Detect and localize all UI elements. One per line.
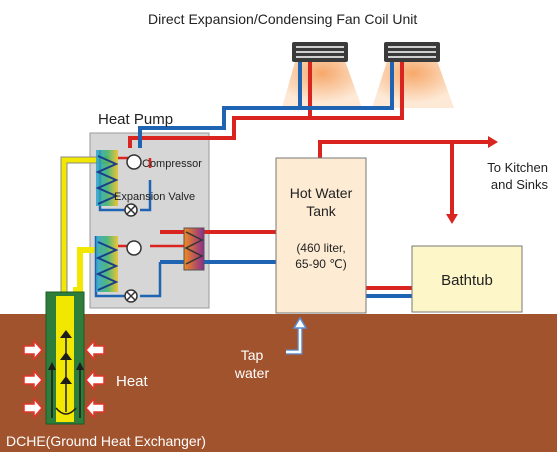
fan-coil-unit-left xyxy=(292,42,348,62)
tank-label-line1: Hot Water xyxy=(290,185,353,201)
tank-spec-line2: 65-90 ℃) xyxy=(295,257,347,271)
dche-label: DCHE(Ground Heat Exchanger) xyxy=(6,433,206,449)
condenser-zigzag xyxy=(184,231,204,265)
tap-label-line2: water xyxy=(234,365,270,381)
heat-arrows-left xyxy=(23,339,44,419)
kitchen-arrow-icon xyxy=(488,136,498,148)
heat-arrows-right xyxy=(84,339,105,419)
expansion-valve-label: Expansion Valve xyxy=(114,191,195,203)
dche-flow-lines xyxy=(51,336,81,418)
dche-bottom-loop xyxy=(55,407,77,415)
ground-loop-outline xyxy=(60,156,110,300)
heat-pump-label: Heat Pump xyxy=(98,111,173,128)
bathtub xyxy=(411,245,523,313)
fan-coil-unit-right xyxy=(384,42,440,62)
evaporator-coil-upper-zigzag xyxy=(95,155,119,205)
tap-water-pipe xyxy=(286,316,308,355)
fan-coil-glow-left xyxy=(282,58,362,108)
compressor-label: Compressor xyxy=(142,158,202,170)
evaporator-coil-upper xyxy=(96,150,118,206)
evaporator-coil-lower xyxy=(96,236,118,292)
bathtub-arrow-icon xyxy=(446,214,458,224)
evaporator-coil-lower-zigzag xyxy=(95,241,119,291)
compressor-lower-icon xyxy=(126,240,142,256)
cold-pipes xyxy=(138,62,412,298)
tank-label-line2: Tank xyxy=(306,203,337,219)
fan-coil-unit-label: Direct Expansion/Condensing Fan Coil Uni… xyxy=(148,11,417,27)
heat-label: Heat xyxy=(116,373,149,390)
kitchen-label-line2: and Sinks xyxy=(491,177,549,192)
compressor-upper-icon xyxy=(126,154,142,170)
hot-water-tank xyxy=(275,157,367,314)
kitchen-label-line1: To Kitchen xyxy=(487,160,548,175)
fan-coil-glow-right xyxy=(372,58,454,108)
bathtub-label: Bathtub xyxy=(441,272,493,289)
expansion-valve-lower-icon xyxy=(124,289,138,303)
expansion-valve-upper-icon xyxy=(124,203,138,217)
tap-label-line1: Tap xyxy=(241,347,264,363)
tank-spec-line1: (460 liter, xyxy=(296,241,345,255)
